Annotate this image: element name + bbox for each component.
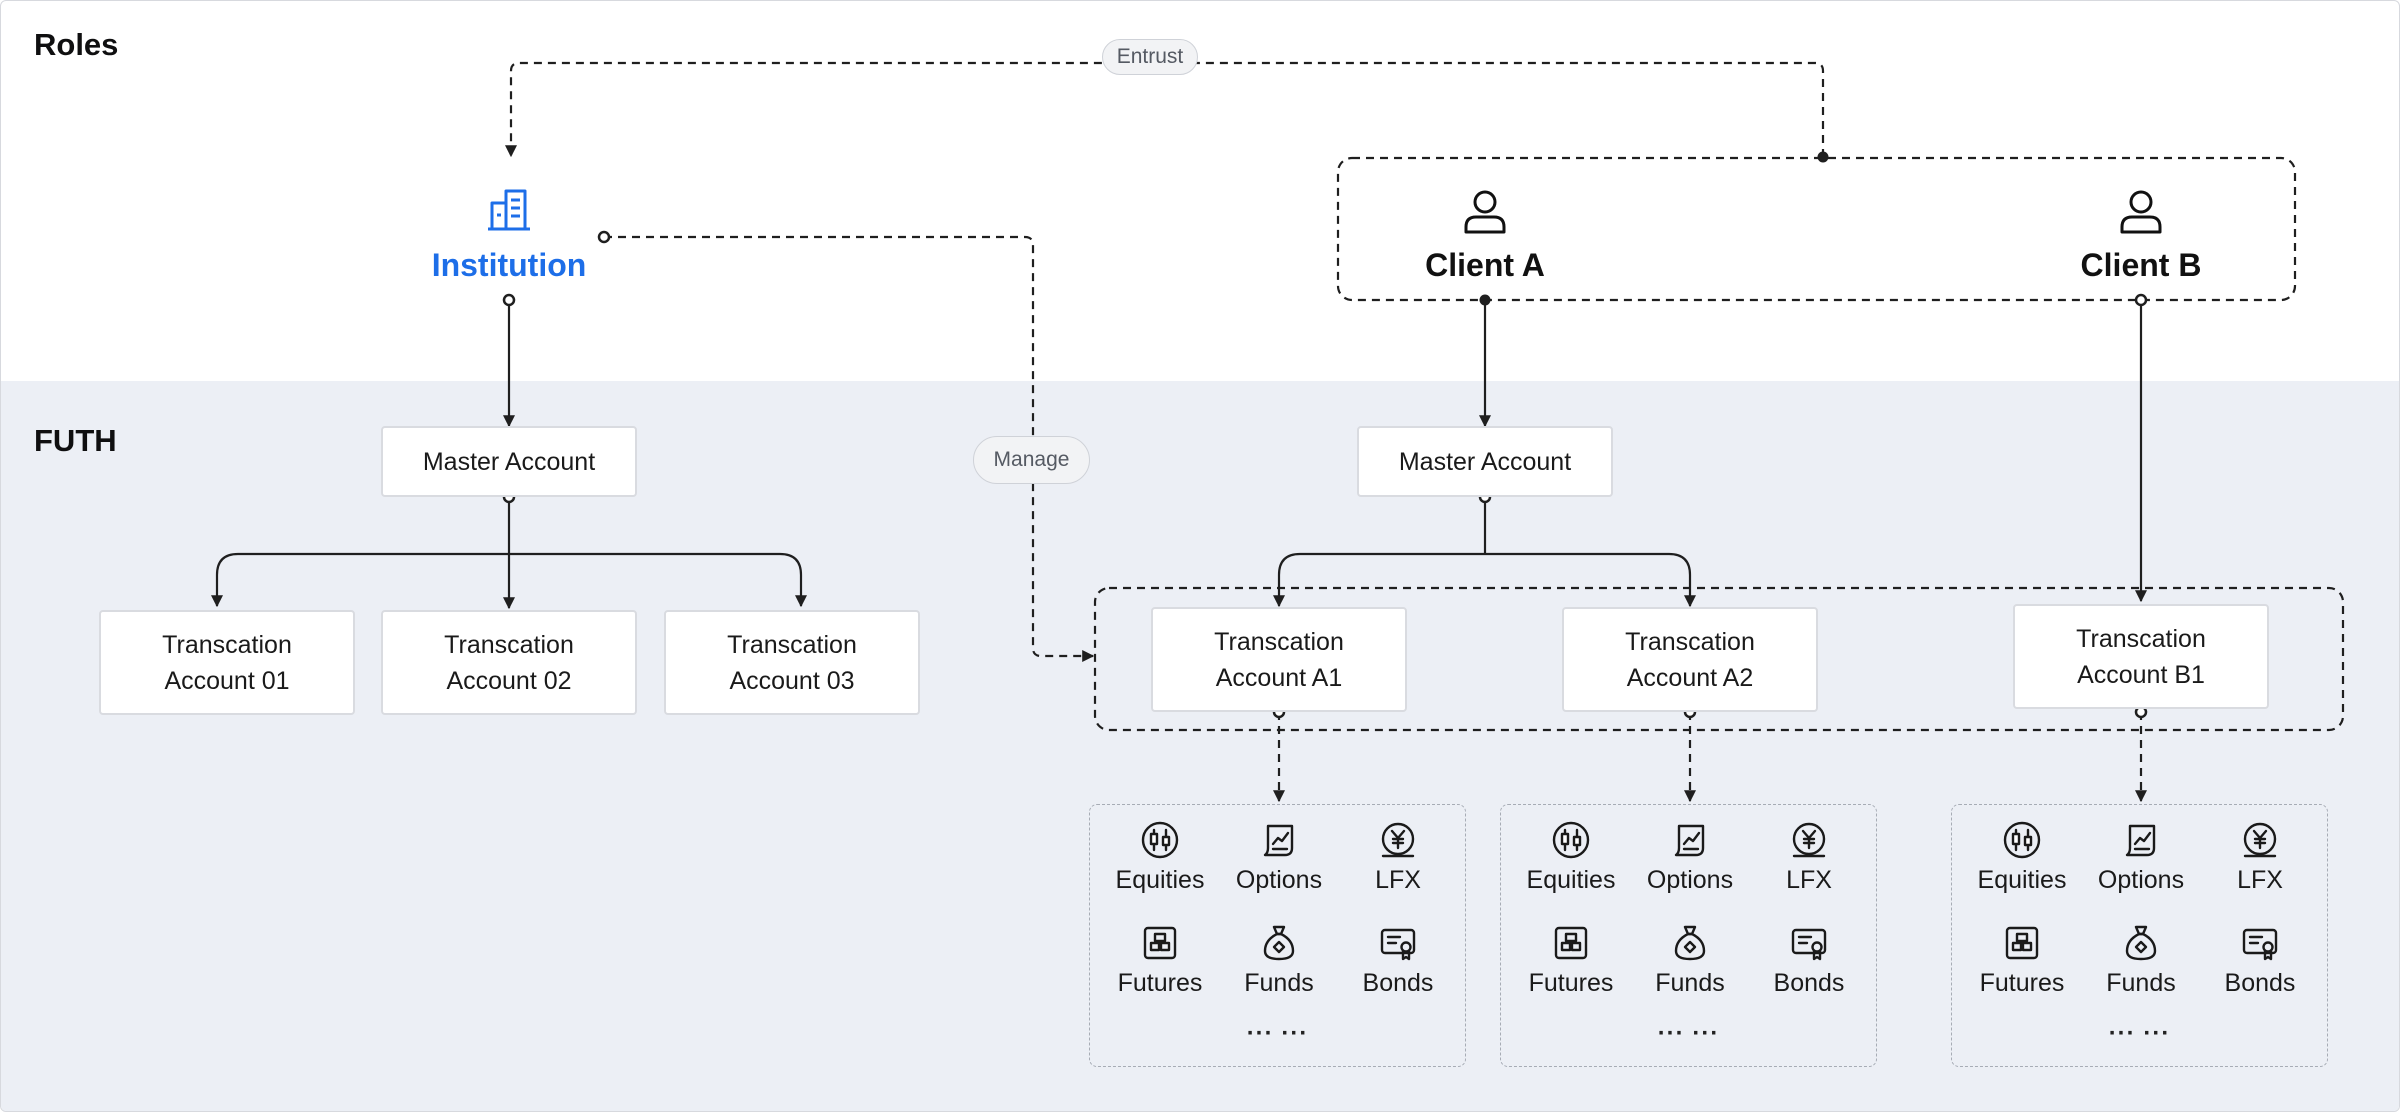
product-futures[interactable]: Futures bbox=[1516, 923, 1626, 998]
client-master-account[interactable]: Master Account bbox=[1357, 426, 1613, 497]
product-futures[interactable]: Futures bbox=[1967, 923, 2077, 998]
product-funds[interactable]: Funds bbox=[1224, 923, 1334, 998]
candlestick-coin-icon bbox=[1516, 820, 1626, 860]
transaction-account-b1[interactable]: Transcation Account B1 bbox=[2013, 604, 2269, 709]
chart-document-icon bbox=[2086, 820, 2196, 860]
candlestick-coin-icon bbox=[1105, 820, 1215, 860]
entrust-dot bbox=[1817, 151, 1829, 163]
money-bag-icon bbox=[1224, 923, 1334, 963]
master-to-acc03 bbox=[509, 552, 807, 608]
client-transactions-group bbox=[1093, 586, 2345, 732]
yen-coin-icon bbox=[2205, 820, 2315, 860]
product-panel-b1: Equities Options LFX Futures Funds Bonds ··· ·… bbox=[1951, 804, 2328, 1067]
gold-bars-icon bbox=[1516, 923, 1626, 963]
product-futures[interactable]: Futures bbox=[1105, 923, 1215, 998]
product-label: LFX bbox=[1375, 866, 1421, 894]
product-label: Funds bbox=[1244, 969, 1314, 997]
entrust-label: Entrust bbox=[1102, 39, 1198, 75]
chart-document-icon bbox=[1224, 820, 1334, 860]
product-options[interactable]: Options bbox=[1635, 820, 1745, 895]
product-bonds[interactable]: Bonds bbox=[1754, 923, 1864, 998]
entrust-connector bbox=[505, 61, 1825, 158]
product-label: Equities bbox=[1526, 866, 1616, 894]
certificate-icon bbox=[1754, 923, 1864, 963]
roles-section-title: Roles bbox=[34, 27, 119, 62]
transaction-account-a1[interactable]: Transcation Account A1 bbox=[1151, 607, 1407, 712]
product-equities[interactable]: Equities bbox=[1516, 820, 1626, 895]
product-label: LFX bbox=[1786, 866, 1832, 894]
client-b-label: Client B bbox=[2080, 247, 2202, 283]
transaction-account-01[interactable]: Transcation Account 01 bbox=[99, 610, 355, 715]
product-label: Futures bbox=[1979, 969, 2065, 997]
more-products[interactable]: ··· ··· bbox=[1246, 1020, 1309, 1047]
money-bag-icon bbox=[1635, 923, 1745, 963]
futh-section-title: FUTH bbox=[34, 423, 117, 458]
transaction-account-02[interactable]: Transcation Account 02 bbox=[381, 610, 637, 715]
product-equities[interactable]: Equities bbox=[1105, 820, 1215, 895]
candlestick-coin-icon bbox=[1967, 820, 2077, 860]
product-options[interactable]: Options bbox=[1224, 820, 1334, 895]
more-products[interactable]: ··· ··· bbox=[1657, 1020, 1720, 1047]
product-label: Funds bbox=[1655, 969, 1725, 997]
product-panel-a1: Equities Options LFX Futures Funds Bonds ··· ·… bbox=[1089, 804, 1466, 1067]
product-label: Options bbox=[1646, 866, 1734, 894]
product-equities[interactable]: Equities bbox=[1967, 820, 2077, 895]
product-funds[interactable]: Funds bbox=[1635, 923, 1745, 998]
product-label: Equities bbox=[1115, 866, 1205, 894]
institution-master-account[interactable]: Master Account bbox=[381, 426, 637, 497]
manage-label: Manage bbox=[973, 436, 1090, 484]
product-label: Futures bbox=[1528, 969, 1614, 997]
certificate-icon bbox=[2205, 923, 2315, 963]
role-institution[interactable]: Institution bbox=[409, 187, 609, 284]
product-label: Bonds bbox=[2224, 969, 2296, 997]
product-panel-a2: Equities Options LFX Futures Funds Bonds ··· ·… bbox=[1500, 804, 1877, 1067]
product-funds[interactable]: Funds bbox=[2086, 923, 2196, 998]
client-group-outline bbox=[1336, 156, 2297, 302]
money-bag-icon bbox=[2086, 923, 2196, 963]
role-client-a[interactable]: Client A bbox=[1385, 187, 1585, 284]
product-lfx[interactable]: LFX bbox=[2205, 820, 2315, 895]
product-label: Equities bbox=[1977, 866, 2067, 894]
yen-coin-icon bbox=[1343, 820, 1453, 860]
product-label: Options bbox=[2097, 866, 2185, 894]
master-to-acc01 bbox=[211, 552, 509, 608]
product-options[interactable]: Options bbox=[2086, 820, 2196, 895]
gold-bars-icon bbox=[1105, 923, 1215, 963]
product-label: LFX bbox=[2237, 866, 2283, 894]
product-lfx[interactable]: LFX bbox=[1343, 820, 1453, 895]
yen-coin-icon bbox=[1754, 820, 1864, 860]
chart-document-icon bbox=[1635, 820, 1745, 860]
product-label: Bonds bbox=[1362, 969, 1434, 997]
institution-label: Institution bbox=[431, 247, 587, 283]
futh-band bbox=[1, 381, 2399, 1111]
gold-bars-icon bbox=[1967, 923, 2077, 963]
building-icon bbox=[485, 187, 533, 235]
product-label: Futures bbox=[1117, 969, 1203, 997]
transaction-account-a2[interactable]: Transcation Account A2 bbox=[1562, 607, 1818, 712]
product-label: Bonds bbox=[1773, 969, 1845, 997]
client-a-label: Client A bbox=[1425, 247, 1545, 283]
product-bonds[interactable]: Bonds bbox=[1343, 923, 1453, 998]
certificate-icon bbox=[1343, 923, 1453, 963]
more-products[interactable]: ··· ··· bbox=[2108, 1020, 2171, 1047]
transaction-account-03[interactable]: Transcation Account 03 bbox=[664, 610, 920, 715]
person-icon bbox=[1461, 187, 1509, 235]
product-label: Options bbox=[1235, 866, 1323, 894]
master-to-a1 bbox=[1273, 552, 1485, 608]
product-lfx[interactable]: LFX bbox=[1754, 820, 1864, 895]
product-label: Funds bbox=[2106, 969, 2176, 997]
master-to-a2 bbox=[1485, 552, 1696, 608]
role-client-b[interactable]: Client B bbox=[2041, 187, 2241, 284]
product-bonds[interactable]: Bonds bbox=[2205, 923, 2315, 998]
person-icon bbox=[2117, 187, 2165, 235]
